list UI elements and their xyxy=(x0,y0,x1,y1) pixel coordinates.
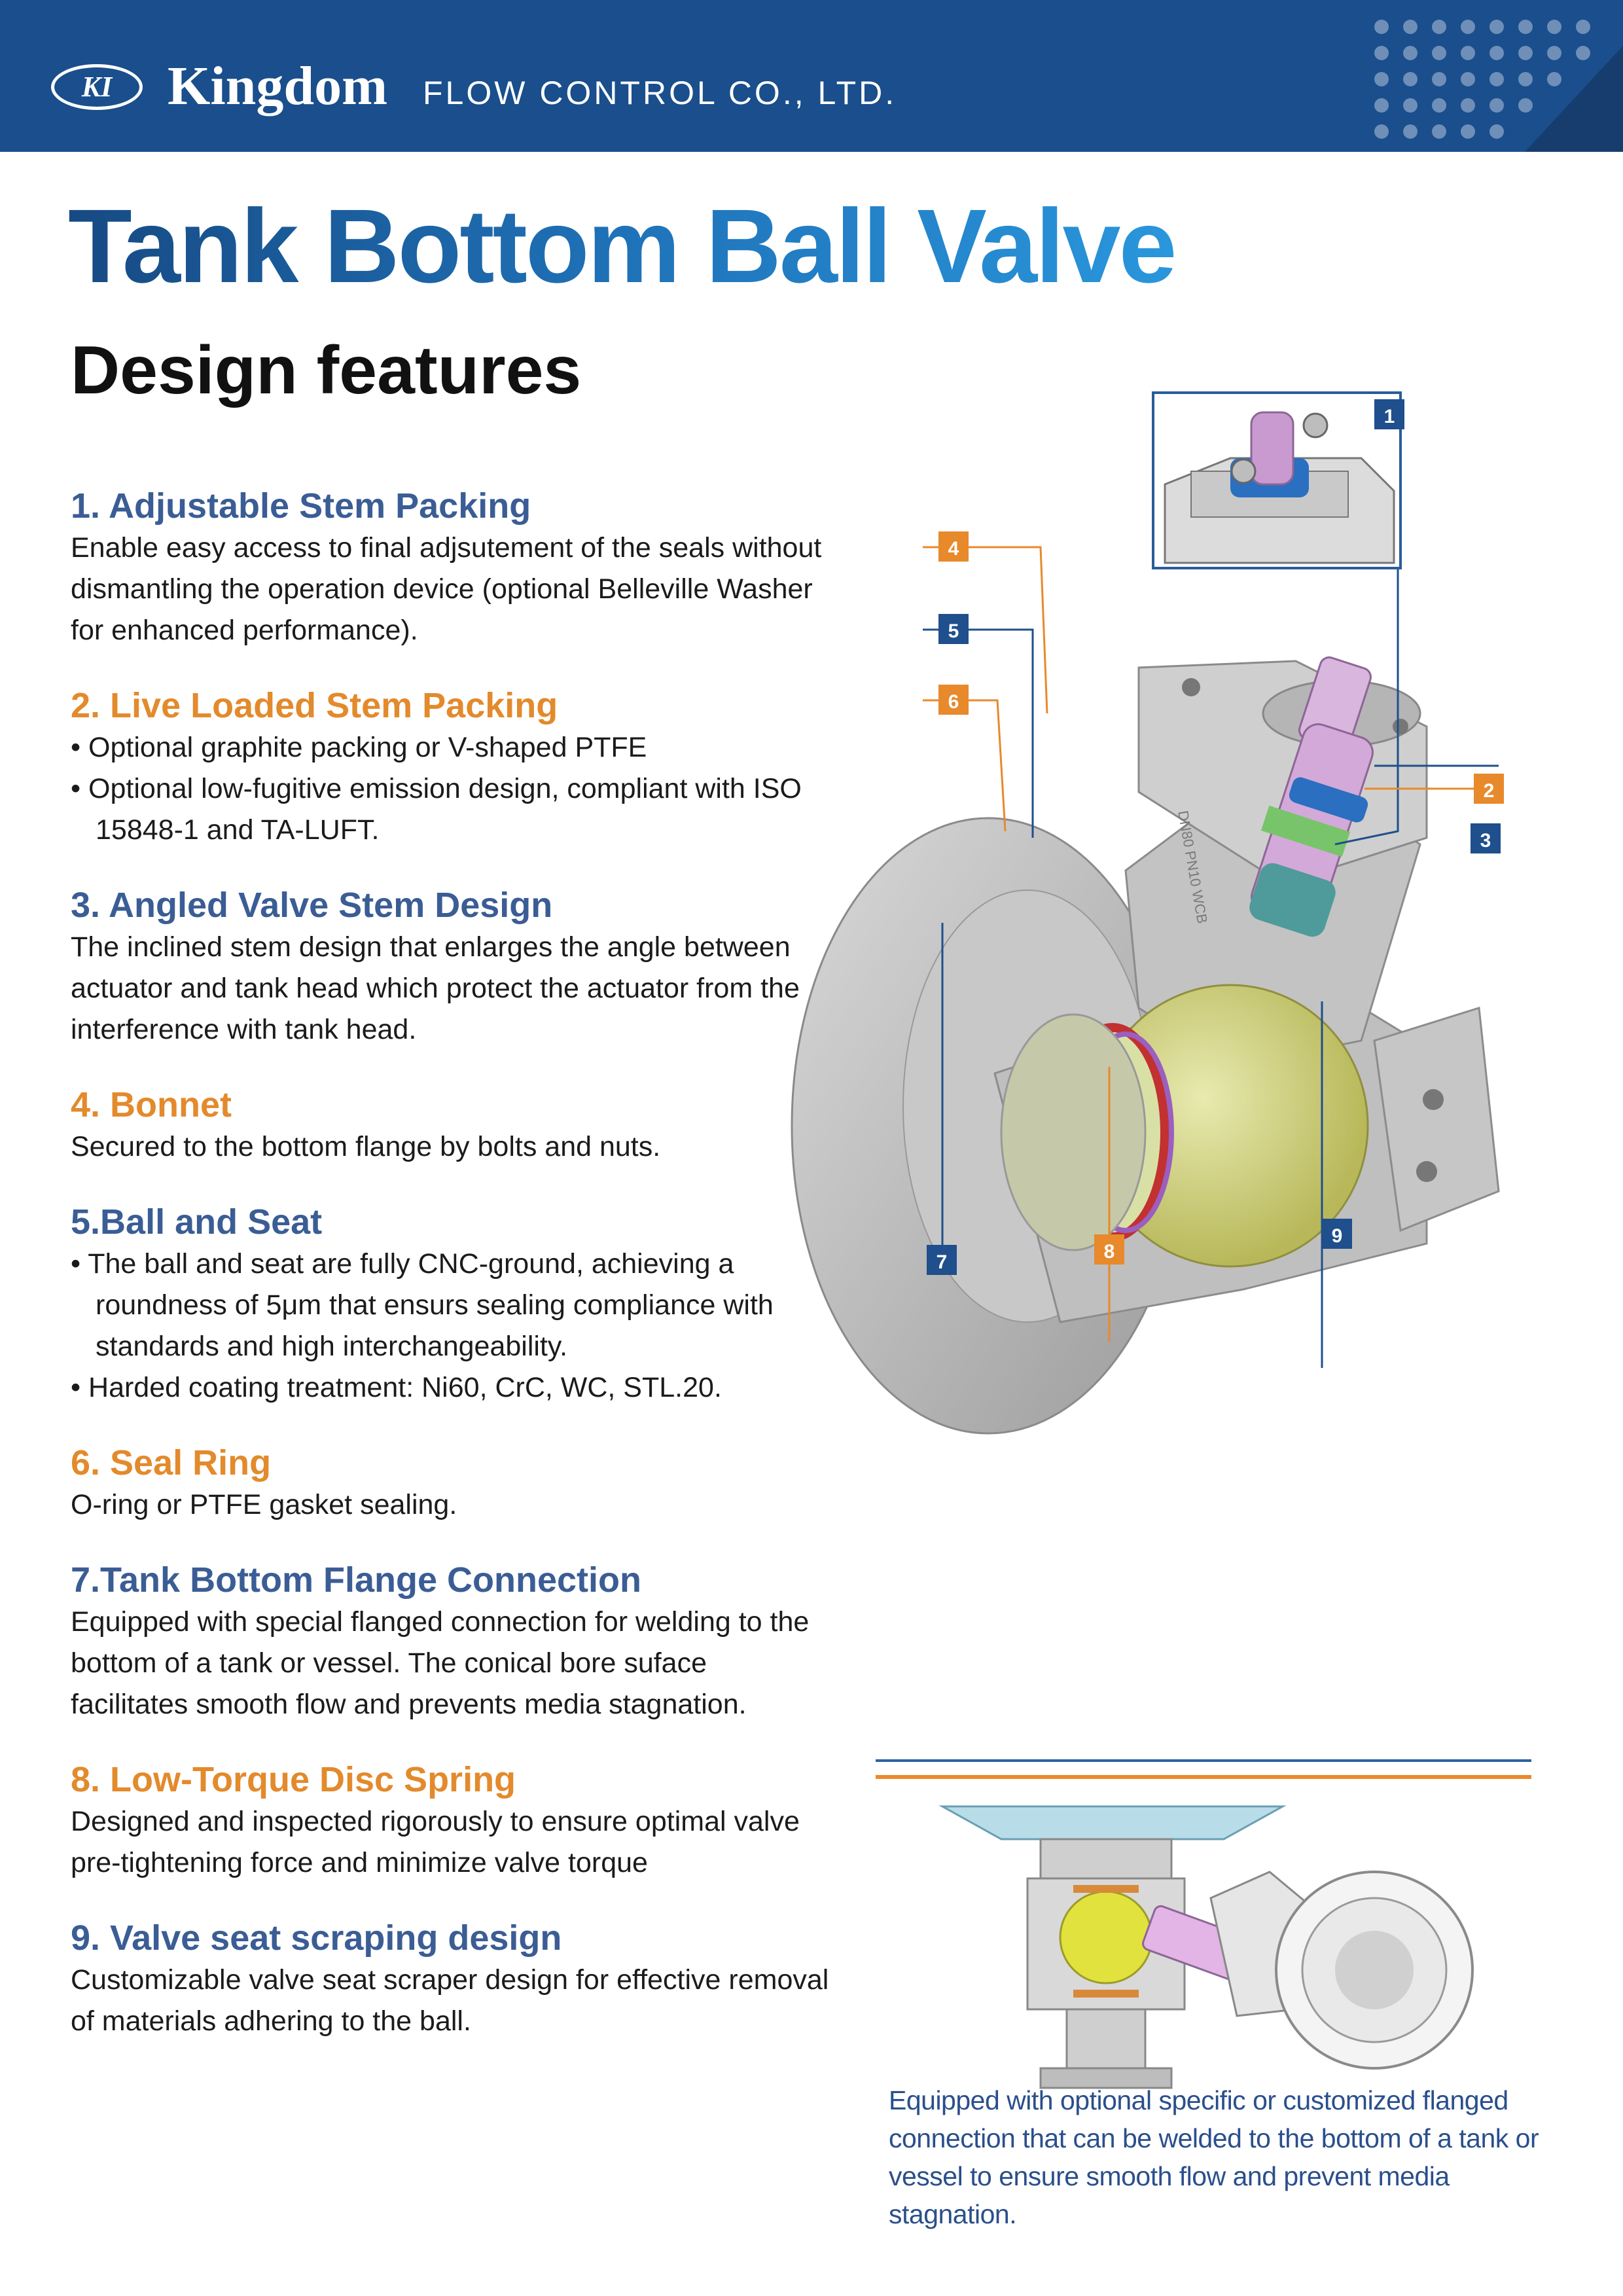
decorative-dot xyxy=(1461,98,1475,113)
company-name: FLOW CONTROL CO., LTD. xyxy=(423,75,897,111)
feature-9: 9. Valve seat scraping design Customizab… xyxy=(71,1916,830,2042)
svg-text:1: 1 xyxy=(1384,406,1395,427)
installation-caption: Equipped with optional specific or custo… xyxy=(889,2085,1539,2229)
feature-7: 7.Tank Bottom Flange Connection Equipped… xyxy=(71,1558,830,1725)
svg-text:4: 4 xyxy=(948,538,959,560)
feature-5: 5.Ball and Seat The ball and seat are fu… xyxy=(71,1200,830,1408)
feature-4: 4. Bonnet Secured to the bottom flange b… xyxy=(71,1083,830,1168)
bullet-item: Optional graphite packing or V-shaped PT… xyxy=(71,727,830,768)
feature-list: 1. Adjustable Stem Packing Enable easy a… xyxy=(71,484,830,2075)
decorative-dot xyxy=(1461,46,1475,60)
divider-orange xyxy=(876,1775,1531,1779)
callout-badge-2: 2 xyxy=(1474,774,1504,804)
decorative-dot xyxy=(1374,98,1389,113)
decorative-dot xyxy=(1432,98,1446,113)
svg-text:5: 5 xyxy=(948,620,959,642)
bullet-item: Optional low-fugitive emission design, c… xyxy=(71,768,830,851)
feature-heading: 8. Low-Torque Disc Spring xyxy=(71,1760,516,1799)
feature-3: 3. Angled Valve Stem Design The inclined… xyxy=(71,884,830,1050)
svg-text:6: 6 xyxy=(948,691,959,713)
bullet-item: The ball and seat are fully CNC-ground, … xyxy=(71,1244,830,1367)
feature-heading: 2. Live Loaded Stem Packing xyxy=(71,686,558,725)
svg-text:9: 9 xyxy=(1332,1225,1343,1247)
logo-mark: KI xyxy=(81,71,113,103)
bullet-item: Harded coating treatment: Ni60, CrC, WC,… xyxy=(71,1367,830,1408)
tank-bottom xyxy=(938,1805,1287,1840)
feature-bullets: The ball and seat are fully CNC-ground, … xyxy=(71,1244,830,1408)
feature-text: O-ring or PTFE gasket sealing. xyxy=(71,1489,457,1520)
feature-8: 8. Low-Torque Disc Spring Designed and i… xyxy=(71,1758,830,1884)
decorative-dot xyxy=(1374,124,1389,139)
feature-text: The inclined stem design that enlarges t… xyxy=(71,931,800,1045)
feature-text: Designed and inspected rigorously to ens… xyxy=(71,1806,800,1878)
feature-text: Enable easy access to final adjsutement … xyxy=(71,532,822,646)
brand-name: Kingdom xyxy=(168,56,388,117)
svg-text:2: 2 xyxy=(1484,780,1495,802)
installed-valve xyxy=(1026,1838,1310,2089)
svg-text:7: 7 xyxy=(936,1251,948,1273)
bore-opening xyxy=(1000,1013,1147,1251)
feature-1: 1. Adjustable Stem Packing Enable easy a… xyxy=(71,484,830,651)
callout-badge-6: 6 xyxy=(938,685,969,715)
page-title: Tank Bottom Ball Valve xyxy=(68,187,1177,304)
decorative-dot xyxy=(1374,20,1389,34)
callout-badge-8: 8 xyxy=(1094,1234,1124,1265)
decorative-dot xyxy=(1489,20,1504,34)
feature-text: Customizable valve seat scraper design f… xyxy=(71,1964,829,2037)
company-logo: KI xyxy=(51,64,143,110)
feature-text: Equipped with special flanged connection… xyxy=(71,1606,810,1720)
feature-text: Secured to the bottom flange by bolts an… xyxy=(71,1131,661,1162)
valve-stem xyxy=(1249,656,1374,937)
inset-packing-detail xyxy=(1164,411,1395,564)
svg-text:8: 8 xyxy=(1104,1241,1115,1263)
decorative-dot xyxy=(1489,72,1504,86)
callout-badge-1: 1 xyxy=(1374,399,1404,429)
feature-bullets: Optional graphite packing or V-shaped PT… xyxy=(71,727,830,851)
actuator xyxy=(1275,1871,1474,2070)
decorative-dot xyxy=(1374,72,1389,86)
feature-heading: 6. Seal Ring xyxy=(71,1443,272,1482)
feature-heading: 7.Tank Bottom Flange Connection xyxy=(71,1560,642,1600)
decorative-dot xyxy=(1403,124,1418,139)
decorative-dot xyxy=(1576,20,1590,34)
svg-text:3: 3 xyxy=(1480,830,1491,852)
callout-badge-3: 3 xyxy=(1471,823,1501,853)
decorative-dot xyxy=(1432,20,1446,34)
decorative-dot xyxy=(1374,46,1389,60)
feature-heading: 4. Bonnet xyxy=(71,1085,232,1124)
decorative-dot xyxy=(1518,20,1533,34)
decorative-dot xyxy=(1403,72,1418,86)
callout-badge-4: 4 xyxy=(938,531,969,562)
feature-heading: 3. Angled Valve Stem Design xyxy=(71,886,553,925)
section-subtitle: Design features xyxy=(71,332,582,408)
decorative-dot xyxy=(1489,46,1504,60)
feature-heading: 9. Valve seat scraping design xyxy=(71,1918,562,1958)
decorative-dot xyxy=(1403,98,1418,113)
decorative-dot xyxy=(1547,20,1561,34)
callout-badge-7: 7 xyxy=(927,1245,957,1275)
installation-illustration xyxy=(938,1805,1474,2089)
callout-badge-9: 9 xyxy=(1322,1219,1352,1249)
decorative-dot xyxy=(1489,98,1504,113)
decorative-dot xyxy=(1432,46,1446,60)
decorative-dot xyxy=(1432,124,1446,139)
divider-blue xyxy=(876,1759,1531,1762)
feature-2: 2. Live Loaded Stem Packing Optional gra… xyxy=(71,684,830,851)
decorative-dot xyxy=(1461,72,1475,86)
decorative-dot xyxy=(1461,124,1475,139)
valve-cutaway-illustration: DN80 PN10 WCB 1 2 3 4 5 6 7 8 9 xyxy=(791,391,1504,1435)
callout-badge-5: 5 xyxy=(938,614,969,644)
decorative-dot xyxy=(1489,124,1504,139)
header-banner: KI Kingdom FLOW CONTROL CO., LTD. xyxy=(0,0,1623,152)
corner-triangle xyxy=(1525,46,1623,152)
decorative-dot xyxy=(1403,46,1418,60)
feature-6: 6. Seal Ring O-ring or PTFE gasket seali… xyxy=(71,1441,830,1526)
feature-heading: 5.Ball and Seat xyxy=(71,1202,323,1242)
decorative-dot xyxy=(1432,72,1446,86)
feature-heading: 1. Adjustable Stem Packing xyxy=(71,486,531,526)
decorative-dot xyxy=(1461,20,1475,34)
decorative-dot xyxy=(1403,20,1418,34)
